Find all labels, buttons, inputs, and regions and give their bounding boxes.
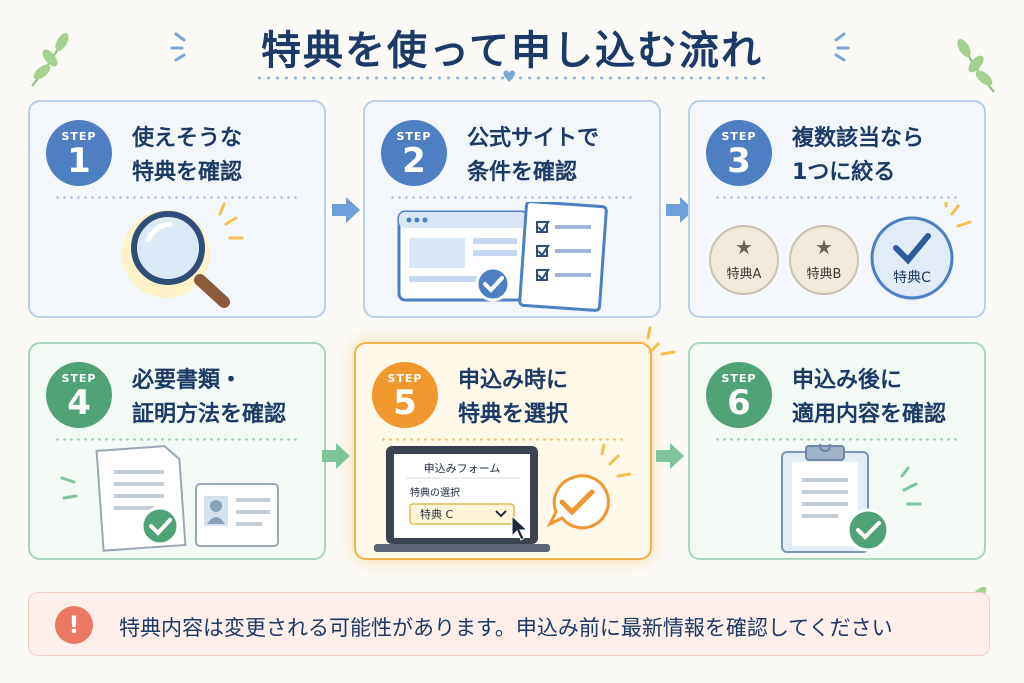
step-title-line: 必要書類・ [132, 368, 243, 393]
step-number: 3 [727, 141, 751, 181]
warning-icon: ! [55, 606, 93, 644]
cursor-icon [511, 514, 529, 541]
step-badge: STEP 3 [706, 120, 772, 186]
step-title-line: 証明方法を確認 [132, 402, 287, 427]
step-badge: STEP 4 [46, 362, 112, 428]
leaf-decoration-icon [957, 38, 995, 93]
step-title-line: 公式サイトで [467, 126, 600, 151]
step-card-4: STEP 4 必要書類・ 証明方法を確認 [28, 342, 326, 560]
step-label: STEP [387, 372, 423, 385]
header: 特典を使って申し込む流れ ♥ [0, 0, 1024, 90]
step-title-line: 申込み後に [792, 368, 903, 393]
arrow-right-icon [656, 443, 684, 469]
step-title-line: 使えそうな [132, 126, 243, 151]
divider [389, 196, 635, 199]
step-card-6: STEP 6 申込み後に 適用内容を確認 [688, 342, 986, 560]
sparkle-left-icon [170, 32, 186, 62]
star-icon: ★ [815, 235, 833, 259]
step-number: 6 [727, 383, 751, 423]
step-title-line: 複数該当なら [792, 126, 925, 151]
step-badge: STEP 2 [381, 120, 447, 186]
step-badge: STEP 1 [46, 120, 112, 186]
step-title: 必要書類・ 証明方法を確認 [132, 364, 322, 432]
step-title-line: 適用内容を確認 [792, 402, 947, 427]
form-title: 申込みフォーム [424, 462, 501, 475]
arrow-right-icon [332, 197, 360, 223]
option-label: 特典B [807, 267, 842, 282]
step-badge: STEP 6 [706, 362, 772, 428]
website-checklist-icon [397, 202, 608, 312]
magnifier-icon [122, 202, 244, 308]
step-title-line: 1つに絞る [792, 160, 896, 185]
step-title: 申込み後に 適用内容を確認 [792, 364, 982, 432]
option-label: 特典C [893, 270, 931, 286]
step-label: STEP [721, 372, 757, 385]
step-card-3: STEP 3 複数該当なら 1つに絞る ★ 特典A ★ 特典B 特典C [688, 100, 986, 318]
laptop-form-illustration: 申込みフォーム 特典の選択 特典 C [374, 444, 632, 552]
divider [714, 438, 960, 441]
notice-text: 特典内容は変更される可能性があります。申込み前に最新情報を確認してください [119, 616, 893, 640]
clipboard-check-icon [781, 444, 922, 553]
arrow-right-icon [322, 443, 350, 469]
divider [54, 196, 300, 199]
step-label: STEP [396, 130, 432, 143]
divider [380, 438, 626, 441]
step-title-line: 特典を選択 [458, 402, 569, 427]
divider [714, 196, 960, 199]
step-label: STEP [61, 130, 97, 143]
step-label: STEP [721, 130, 757, 143]
step-number: 5 [393, 383, 417, 423]
benefit-options: ★ 特典A ★ 特典B 特典C [709, 202, 972, 300]
sparkle-icon [646, 326, 676, 356]
step-title-line: 条件を確認 [467, 160, 578, 185]
check-icon [559, 489, 595, 516]
step-title-line: 申込み時に [458, 368, 569, 393]
option-label: 特典A [727, 267, 762, 282]
divider [54, 438, 300, 441]
arrow-right-icon [666, 197, 694, 223]
step-card-2: STEP 2 公式サイトで 条件を確認 [363, 100, 661, 318]
page-title: 特典を使って申し込む流れ [261, 28, 763, 74]
option-a: ★ 特典A [709, 225, 779, 295]
step-label: STEP [61, 372, 97, 385]
step-title: 複数該当なら 1つに絞る [792, 122, 982, 190]
option-b: ★ 特典B [789, 225, 859, 295]
option-c-selected: 特典C [870, 202, 972, 300]
leaf-decoration-icon [31, 32, 69, 87]
check-icon [893, 233, 931, 265]
benefit-select-value: 特典 C [420, 507, 453, 521]
form-field-label: 特典の選択 [410, 486, 460, 499]
step-number: 4 [67, 383, 91, 423]
step-title: 使えそうな 特典を確認 [132, 122, 322, 190]
documents-id-icon [60, 445, 279, 552]
step-number: 2 [402, 141, 426, 181]
step-title: 申込み時に 特典を選択 [458, 364, 648, 432]
notice-banner: ! 特典内容は変更される可能性があります。申込み前に最新情報を確認してください [28, 592, 990, 656]
step-card-5: STEP 5 申込み時に 特典を選択 申込みフォーム 特典の選択 特典 C [354, 342, 652, 560]
benefit-select[interactable] [409, 503, 515, 525]
title-divider [255, 76, 769, 80]
chevron-down-icon [495, 510, 507, 518]
sparkle-right-icon [834, 32, 850, 62]
star-icon: ★ [735, 235, 753, 259]
step-title: 公式サイトで 条件を確認 [467, 122, 657, 190]
heart-icon: ♥ [502, 67, 517, 86]
step-card-1: STEP 1 使えそうな 特典を確認 [28, 100, 326, 318]
step-number: 1 [67, 141, 91, 181]
step-badge: STEP 5 [372, 362, 438, 428]
step-title-line: 特典を確認 [132, 160, 243, 185]
